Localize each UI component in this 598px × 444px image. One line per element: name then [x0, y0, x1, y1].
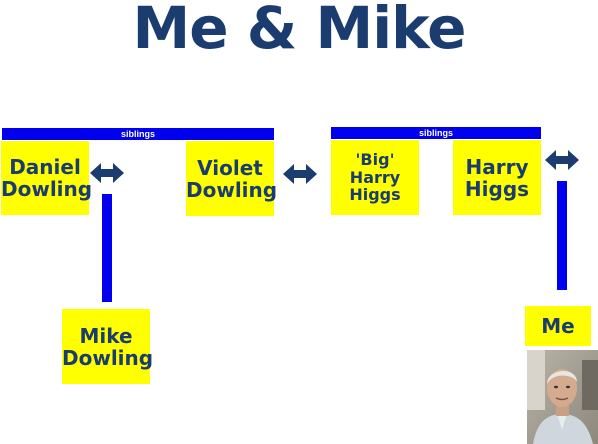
siblings-bar-higgs: siblings — [331, 127, 541, 139]
child-line-mike — [102, 194, 112, 302]
person-mike-dowling: Mike Dowling — [62, 309, 153, 384]
double-arrow-icon — [545, 150, 579, 170]
double-arrow-icon — [283, 164, 317, 184]
child-line-me — [557, 181, 567, 290]
person-harry-higgs: Harry Higgs — [453, 140, 541, 215]
person-big-harry-higgs: 'Big' Harry Higgs — [331, 140, 419, 215]
person-violet-dowling: Violet Dowling — [186, 141, 277, 216]
person-daniel-dowling: Daniel Dowling — [1, 141, 92, 215]
person-me: Me — [525, 306, 591, 346]
page-title: Me & Mike — [132, 0, 467, 62]
double-arrow-icon — [90, 163, 124, 183]
siblings-bar-dowling: siblings — [2, 128, 274, 140]
person-photo — [527, 350, 598, 444]
